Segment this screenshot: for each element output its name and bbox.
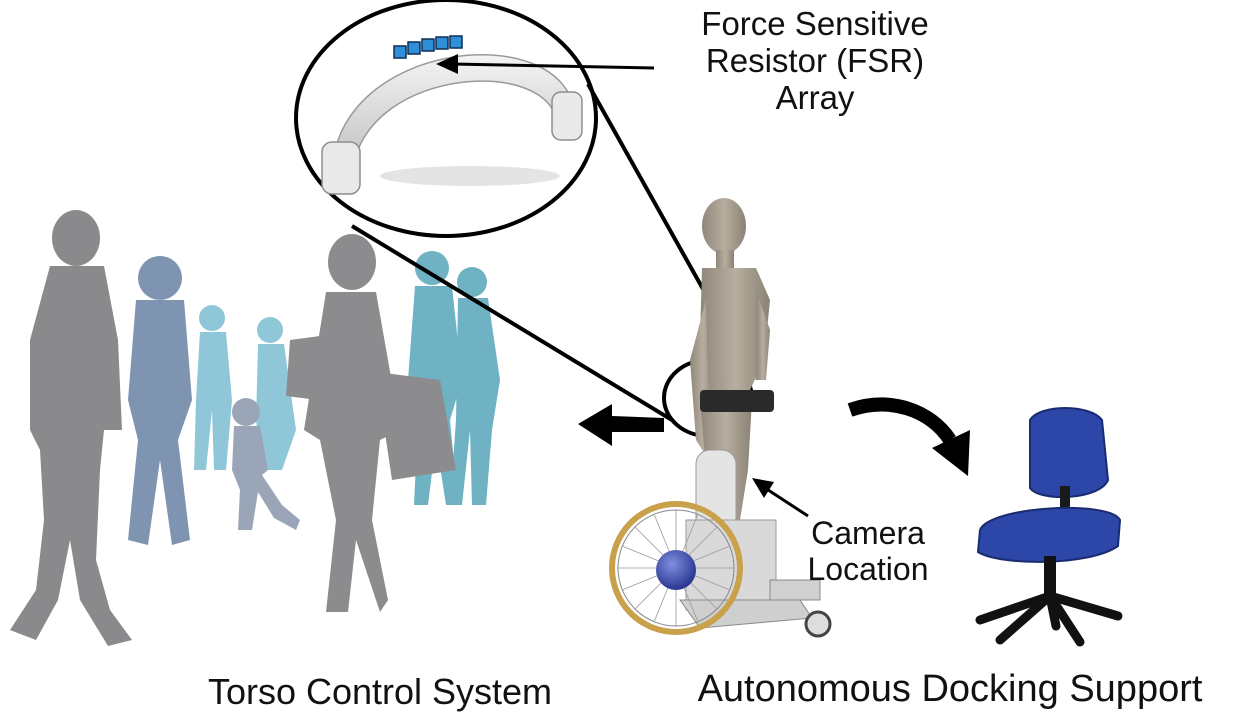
crowd-front-man — [10, 210, 132, 646]
fsr-sensor-array — [393, 35, 463, 59]
crowd-front-woman — [286, 234, 456, 612]
fsr-band-device — [321, 35, 583, 195]
crowd-back-person — [194, 305, 296, 470]
fsr-sensor — [407, 41, 421, 55]
caster-wheel — [804, 610, 832, 638]
fsr-sensor — [421, 38, 435, 52]
walking-crowd-silhouettes — [10, 210, 500, 646]
wheelchair-wheel — [609, 501, 743, 635]
camera-pointer-arrow — [752, 478, 809, 518]
autonomous-docking-caption: Autonomous Docking Support — [697, 668, 1203, 710]
band-zoom-circle — [294, 0, 598, 238]
standing-wheelchair — [609, 449, 832, 638]
fsr-pointer-arrow — [436, 54, 655, 74]
wheel-hub — [656, 550, 696, 590]
office-chair-icon — [975, 407, 1123, 647]
fsr-array-label: Force Sensitive Resistor (FSR) Array — [701, 5, 929, 116]
curved-arrow-icon — [847, 397, 970, 476]
torso-sensor-belt — [700, 390, 774, 412]
fsr-sensor — [393, 45, 407, 59]
crowd-mid-person — [128, 256, 192, 545]
torso-control-caption: Torso Control System — [207, 671, 553, 712]
camera-location-label: Camera Location — [807, 515, 929, 587]
left-arrow-icon — [578, 404, 664, 446]
fsr-sensor — [449, 35, 463, 49]
crowd-child — [232, 398, 300, 530]
fsr-sensor — [435, 36, 449, 50]
